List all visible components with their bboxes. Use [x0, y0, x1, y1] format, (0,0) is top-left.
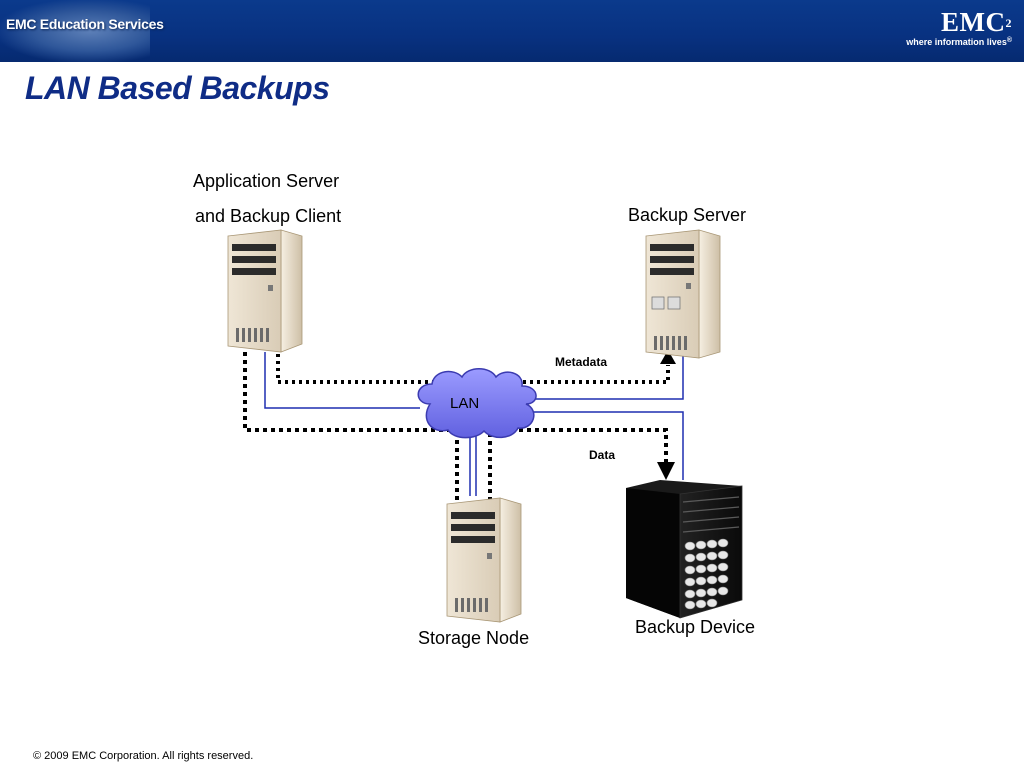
emc-brand-text: EMC: [941, 7, 1006, 37]
application-server-label-line1: Application Server: [193, 171, 340, 191]
backup-device-label: Backup Device: [635, 617, 756, 637]
application-server-label-line2: and Backup Client: [195, 206, 342, 226]
storage-node-flow-line: [455, 432, 492, 552]
data-arrow-icon: [657, 462, 675, 480]
network-links: [264, 352, 684, 496]
backup-server-label: Backup Server: [628, 205, 747, 225]
data-label: Data: [589, 448, 616, 462]
storage-node-label: Storage Node: [418, 628, 530, 648]
lan-cloud-icon: [417, 368, 537, 439]
metadata-flow-line: [276, 354, 670, 384]
backup-device-icon: [626, 480, 743, 619]
emc-tagline-registered: ®: [1006, 37, 1012, 44]
globe-logo-icon: [0, 0, 150, 62]
emc-tagline: where information lives®: [902, 37, 1012, 47]
education-services-logo: EMC Education Services: [6, 16, 164, 32]
backup-server-icon: [645, 229, 721, 359]
lan-label: LAN: [450, 395, 480, 412]
storage-node-icon: [446, 497, 522, 623]
metadata-label: Metadata: [555, 355, 608, 369]
link-lan-backup-server: [532, 354, 684, 400]
link-lan-backup-device: [532, 411, 684, 480]
application-server-icon: [227, 229, 303, 353]
emc-superscript: 2: [1005, 16, 1012, 30]
copyright-footer: © 2009 EMC Corporation. All rights reser…: [33, 750, 254, 762]
emc-tagline-text: where information lives: [906, 37, 1007, 47]
header-banner: EMC Education Services EMC2 where inform…: [0, 0, 1024, 62]
emc-logo: EMC2 where information lives®: [902, 8, 1012, 54]
emc-wordmark: EMC2: [902, 8, 1012, 36]
metadata-arrow-icon: [660, 350, 676, 364]
link-app-server-lan: [264, 352, 420, 409]
page-title: LAN Based Backups: [25, 70, 330, 106]
